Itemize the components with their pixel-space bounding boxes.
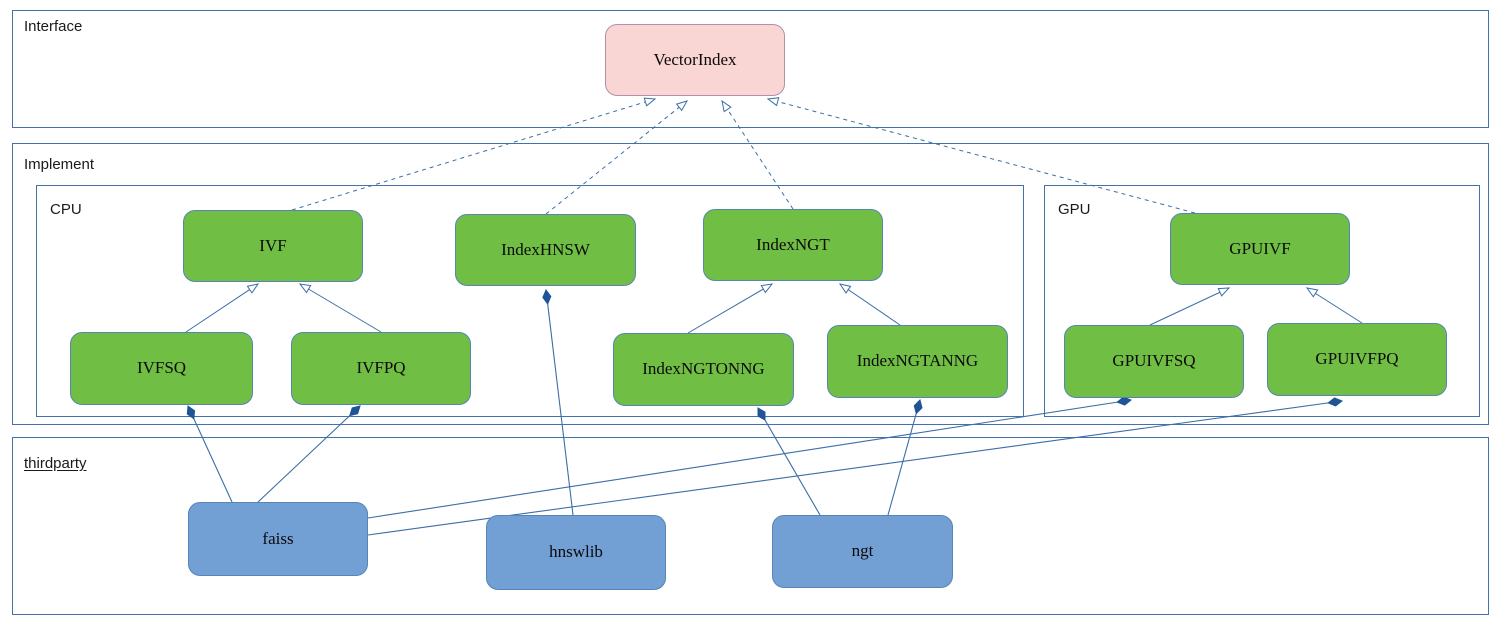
node-hnswlib[interactable]: hnswlib bbox=[486, 515, 666, 590]
frame-label-thirdparty: thirdparty bbox=[24, 455, 87, 472]
node-ngt[interactable]: ngt bbox=[772, 515, 953, 588]
frame-label-gpu: GPU bbox=[1058, 201, 1091, 218]
node-gpuivfpq[interactable]: GPUIVFPQ bbox=[1267, 323, 1447, 396]
node-gpuivf[interactable]: GPUIVF bbox=[1170, 213, 1350, 285]
node-ivfpq[interactable]: IVFPQ bbox=[291, 332, 471, 405]
node-indexngtonng[interactable]: IndexNGTONNG bbox=[613, 333, 794, 406]
frame-label-cpu: CPU bbox=[50, 201, 82, 218]
node-ivf[interactable]: IVF bbox=[183, 210, 363, 282]
node-indexngtanng[interactable]: IndexNGTANNG bbox=[827, 325, 1008, 398]
node-indexngt[interactable]: IndexNGT bbox=[703, 209, 883, 281]
node-gpuivfsq[interactable]: GPUIVFSQ bbox=[1064, 325, 1244, 398]
node-vectorindex[interactable]: VectorIndex bbox=[605, 24, 785, 96]
node-indexhnsw[interactable]: IndexHNSW bbox=[455, 214, 636, 286]
node-faiss[interactable]: faiss bbox=[188, 502, 368, 576]
frame-label-implement: Implement bbox=[24, 156, 95, 173]
node-ivfsq[interactable]: IVFSQ bbox=[70, 332, 253, 405]
frame-label-interface: Interface bbox=[24, 18, 83, 35]
